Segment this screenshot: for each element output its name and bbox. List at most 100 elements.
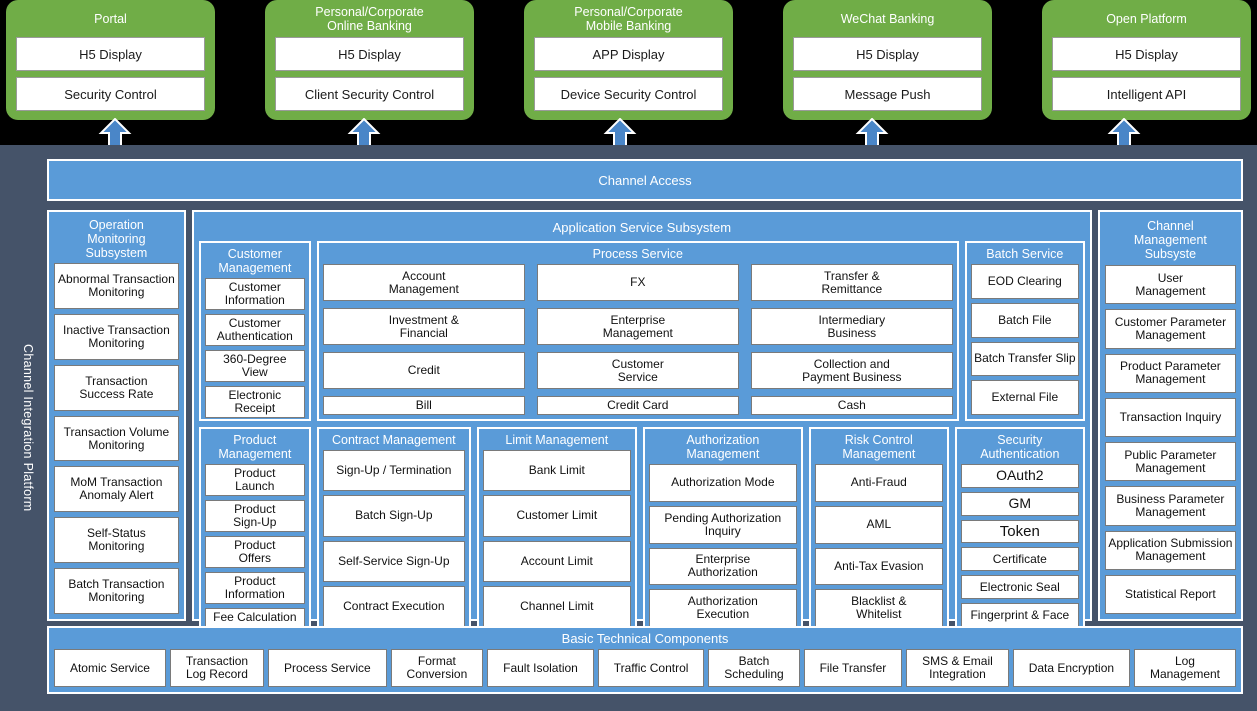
list-item[interactable]: Business Parameter Management	[1104, 486, 1236, 526]
basic-technical-components[interactable]: Basic Technical Components Atomic Servic…	[47, 626, 1243, 694]
list-item[interactable]: Electronic Receipt	[204, 386, 305, 418]
list-item[interactable]: 360-Degree View	[204, 350, 305, 382]
list-item[interactable]: OAuth2	[960, 464, 1079, 488]
list-item[interactable]: Product Offers	[204, 536, 305, 568]
list-item[interactable]: Transfer & Remittance	[750, 264, 953, 301]
channel-card-portal[interactable]: Portal H5 Display Security Control	[6, 0, 215, 120]
channel-item[interactable]: Device Security Control	[534, 77, 723, 111]
limit-management-panel[interactable]: Limit Management Bank Limit Customer Lim…	[476, 427, 637, 633]
channel-card-wechat-banking[interactable]: WeChat Banking H5 Display Message Push	[783, 0, 992, 120]
list-item[interactable]: Transaction Log Record	[169, 649, 265, 687]
list-item[interactable]: Product Sign-Up	[204, 500, 305, 532]
list-item[interactable]: Customer Service	[536, 352, 739, 389]
list-item[interactable]: Inactive Transaction Monitoring	[54, 313, 179, 360]
list-item[interactable]: Investment & Financial	[322, 308, 525, 345]
list-item[interactable]: Certificate	[960, 547, 1079, 572]
list-item[interactable]: Batch Scheduling	[708, 649, 800, 687]
list-item[interactable]: Batch Sign-Up	[322, 495, 465, 537]
channel-access-bar[interactable]: Channel Access	[47, 159, 1243, 201]
channel-item[interactable]: H5 Display	[275, 37, 464, 71]
list-item[interactable]: Account Limit	[482, 540, 631, 582]
list-item[interactable]: SMS & Email Integration	[906, 649, 1009, 687]
list-item[interactable]: Fee Calculation	[204, 608, 305, 627]
list-item[interactable]: Transaction Inquiry	[1104, 397, 1236, 437]
risk-control-management-panel[interactable]: Risk Control Management Anti-Fraud AML A…	[808, 427, 949, 633]
list-item[interactable]: Collection and Payment Business	[750, 352, 953, 389]
list-item[interactable]: Format Conversion	[390, 649, 484, 687]
list-item[interactable]: Authorization Mode	[648, 464, 797, 502]
operation-monitoring-subsystem[interactable]: Operation Monitoring Subsystem Abnormal …	[47, 210, 186, 621]
channel-item[interactable]: Client Security Control	[275, 77, 464, 111]
list-item[interactable]: Intermediary Business	[750, 308, 953, 345]
channel-card-mobile-banking[interactable]: Personal/Corporate Mobile Banking APP Di…	[524, 0, 733, 120]
process-service-panel[interactable]: Process Service Account Management FX Tr…	[316, 241, 959, 421]
list-item[interactable]: MoM Transaction Anomaly Alert	[54, 466, 179, 513]
list-item[interactable]: Bill	[322, 396, 525, 415]
list-item[interactable]: Batch Transfer Slip	[970, 341, 1079, 377]
list-item[interactable]: Statistical Report	[1104, 574, 1236, 614]
list-item[interactable]: Anti-Tax Evasion	[814, 547, 943, 586]
list-item[interactable]: Account Management	[322, 264, 525, 301]
customer-management-panel[interactable]: Customer Management Customer Information…	[198, 241, 311, 421]
list-item[interactable]: Atomic Service	[54, 649, 166, 687]
channel-item[interactable]: H5 Display	[793, 37, 982, 71]
product-management-panel[interactable]: Product Management Product Launch Produc…	[198, 427, 311, 633]
list-item[interactable]: Customer Information	[204, 278, 305, 310]
list-item[interactable]: Contract Execution	[322, 585, 465, 627]
list-item[interactable]: Self-Status Monitoring	[54, 517, 179, 564]
list-item[interactable]: Batch Transaction Monitoring	[54, 568, 179, 615]
list-item[interactable]: External File	[970, 380, 1079, 415]
contract-management-panel[interactable]: Contract Management Sign-Up / Terminatio…	[316, 427, 471, 633]
channel-item[interactable]: H5 Display	[16, 37, 205, 71]
list-item[interactable]: Transaction Success Rate	[54, 364, 179, 411]
list-item[interactable]: Anti-Fraud	[814, 464, 943, 502]
list-item[interactable]: Product Launch	[204, 464, 305, 496]
list-item[interactable]: Product Parameter Management	[1104, 353, 1236, 393]
list-item[interactable]: Customer Authentication	[204, 314, 305, 346]
list-item[interactable]: Process Service	[268, 649, 387, 687]
list-item[interactable]: File Transfer	[803, 649, 903, 687]
list-item[interactable]: Electronic Seal	[960, 575, 1079, 600]
list-item[interactable]: EOD Clearing	[970, 264, 1079, 299]
list-item[interactable]: Channel Limit	[482, 585, 631, 627]
list-item[interactable]: Self-Service Sign-Up	[322, 540, 465, 582]
list-item[interactable]: GM	[960, 491, 1079, 516]
list-item[interactable]: Cash	[750, 396, 953, 415]
list-item[interactable]: Traffic Control	[597, 649, 705, 687]
list-item[interactable]: Public Parameter Management	[1104, 442, 1236, 482]
list-item[interactable]: Application Submission Management	[1104, 530, 1236, 570]
list-item[interactable]: Product Information	[204, 572, 305, 604]
list-item[interactable]: Bank Limit	[482, 450, 631, 492]
list-item[interactable]: Enterprise Authorization	[648, 547, 797, 586]
list-item[interactable]: Batch File	[970, 302, 1079, 338]
list-item[interactable]: Credit	[322, 352, 525, 389]
list-item[interactable]: User Management	[1104, 265, 1236, 305]
list-item[interactable]: Log Management	[1134, 649, 1236, 687]
list-item[interactable]: Customer Limit	[482, 495, 631, 537]
channel-card-open-platform[interactable]: Open Platform H5 Display Intelligent API	[1042, 0, 1251, 120]
channel-item[interactable]: H5 Display	[1052, 37, 1241, 71]
list-item[interactable]: Customer Parameter Management	[1104, 309, 1236, 349]
list-item[interactable]: Abnormal Transaction Monitoring	[54, 263, 179, 309]
list-item[interactable]: Sign-Up / Termination	[322, 450, 465, 492]
authorization-management-panel[interactable]: Authorization Management Authorization M…	[642, 427, 803, 633]
list-item[interactable]: Data Encryption	[1012, 649, 1131, 687]
list-item[interactable]: AML	[814, 505, 943, 544]
channel-item[interactable]: Security Control	[16, 77, 205, 111]
channel-item[interactable]: Message Push	[793, 77, 982, 111]
list-item[interactable]: Blacklist & Whitelist	[814, 589, 943, 627]
batch-service-panel[interactable]: Batch Service EOD Clearing Batch File Ba…	[964, 241, 1085, 421]
list-item[interactable]: Transaction Volume Monitoring	[54, 415, 179, 462]
list-item[interactable]: Pending Authorization Inquiry	[648, 505, 797, 544]
channel-management-subsystem[interactable]: Channel Management Subsyste User Managem…	[1097, 210, 1243, 621]
list-item[interactable]: Fingerprint & Face	[960, 603, 1079, 627]
channel-card-online-banking[interactable]: Personal/Corporate Online Banking H5 Dis…	[265, 0, 474, 120]
list-item[interactable]: Credit Card	[536, 396, 739, 415]
list-item[interactable]: Token	[960, 519, 1079, 544]
list-item[interactable]: Fault Isolation	[487, 649, 594, 687]
channel-item[interactable]: Intelligent API	[1052, 77, 1241, 111]
list-item[interactable]: Authorization Execution	[648, 589, 797, 627]
list-item[interactable]: FX	[536, 264, 739, 301]
security-authentication-panel[interactable]: Security Authentication OAuth2 GM Token …	[954, 427, 1085, 633]
channel-item[interactable]: APP Display	[534, 37, 723, 71]
